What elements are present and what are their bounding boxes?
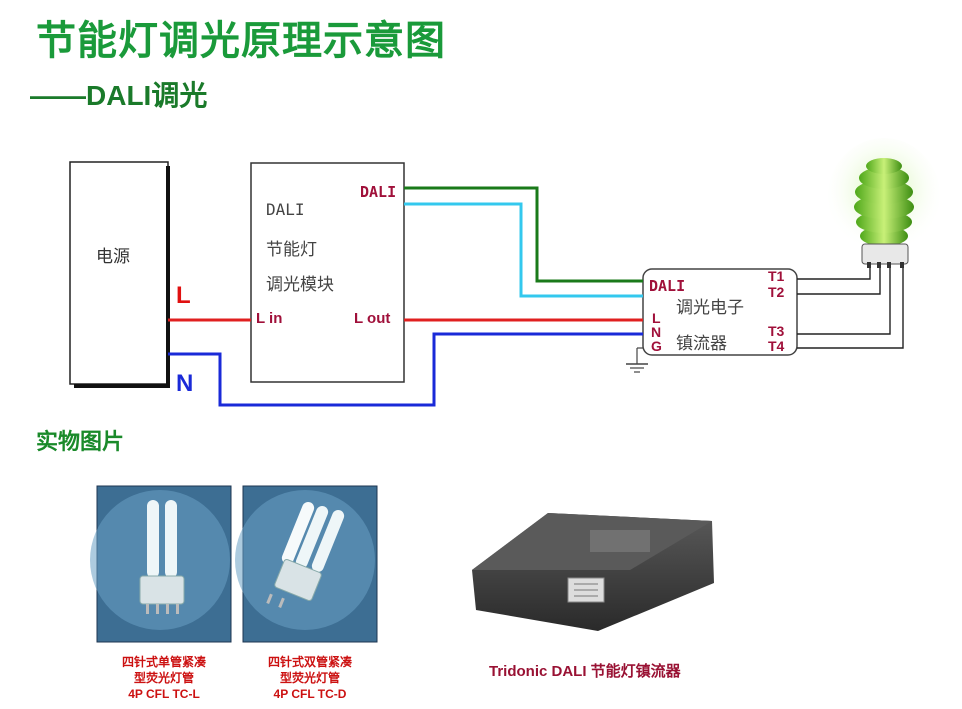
module-label-2: 节能灯	[266, 240, 317, 260]
power-supply-label: 电源	[96, 247, 130, 267]
neutral-label: N	[176, 370, 194, 397]
power-supply-box	[69, 161, 169, 385]
dali-wire-cyan	[404, 202, 643, 298]
ballast-t3: T3	[768, 323, 785, 339]
ballast-n: N	[651, 324, 662, 340]
live-label: L	[176, 282, 191, 309]
ballast-text-1: 调光电子	[676, 298, 744, 318]
ballast-dali-port: DALI	[649, 277, 686, 295]
module-label-3: 调光模块	[266, 275, 334, 295]
ballast-t2: T2	[768, 284, 785, 300]
lamp-wire-t2	[797, 262, 881, 295]
page-title: 节能灯调光原理示意图	[36, 18, 446, 64]
dali-wire-green	[404, 186, 643, 283]
ballast-box	[642, 268, 798, 356]
neutral-wire	[168, 332, 643, 407]
lamp-wire-t1	[797, 262, 871, 280]
ground-icon	[626, 347, 648, 373]
photo-caption-tc-d: 四针式双管紧凑 型荧光灯管 4P CFL TC-D	[267, 655, 352, 701]
ballast-text-2: 镇流器	[676, 334, 727, 354]
tc-l-lamp-photo	[90, 485, 232, 643]
ballast-g: G	[651, 338, 662, 354]
page-subtitle: ——DALI调光	[30, 80, 208, 111]
tc-d-lamp-photo	[235, 485, 378, 643]
lamp-wire-t4	[797, 262, 904, 349]
ballast-photo-caption: Tridonic DALI 节能灯镇流器	[489, 663, 681, 680]
ballast-t1: T1	[768, 268, 785, 284]
module-dali-port: DALI	[360, 183, 397, 201]
module-label-1: DALI	[266, 200, 305, 219]
photo-caption-tc-l: 四针式单管紧凑 型荧光灯管 4P CFL TC-L	[121, 655, 206, 701]
module-l-out: L out	[354, 310, 391, 327]
ballast-t4: T4	[768, 338, 785, 354]
ballast-photo	[472, 513, 714, 631]
photos-section-title: 实物图片	[36, 430, 125, 455]
lamp-wire-t3	[797, 262, 891, 335]
dimmer-module-box	[250, 162, 405, 383]
ballast-l: L	[652, 310, 661, 326]
module-l-in: L in	[256, 310, 283, 327]
cfl-bulb-icon	[828, 138, 940, 268]
